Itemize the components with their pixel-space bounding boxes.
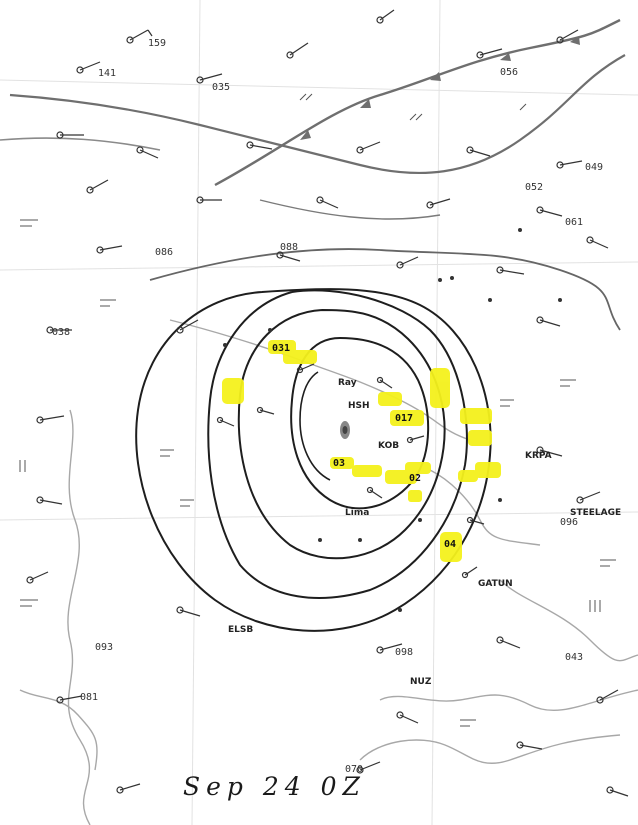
- station-label: 035: [212, 82, 230, 93]
- station-label: 088: [280, 242, 298, 253]
- station-label: 070: [345, 764, 363, 775]
- trough-line: [149, 248, 621, 331]
- isobar-inner: [290, 337, 430, 510]
- coastlines: [19, 319, 638, 825]
- hl-value-2: 017: [395, 413, 413, 424]
- place-label-lima: Lima: [345, 508, 369, 518]
- station-label: 093: [95, 642, 113, 653]
- hurricane-center: [340, 421, 350, 439]
- place-label-ray: Ray: [338, 378, 357, 388]
- place-labels: KRPA ELSB NUZ GATUN STEELAGE Lima Ray HS…: [228, 378, 621, 687]
- stationary-front: [9, 54, 626, 175]
- station-label: 061: [565, 217, 583, 228]
- highlighted-values: 031 017 03 02 04: [272, 343, 456, 550]
- station-labels: 159 141 088 093 098 081 096 070 086 038 …: [52, 38, 603, 775]
- station-label: 052: [525, 182, 543, 193]
- fronts: [0, 18, 626, 331]
- plot-ink-marks: [19, 93, 616, 727]
- isobar-inner-2: [299, 371, 331, 481]
- station-plots: [26, 9, 629, 797]
- place-label-krpa: KRPA: [525, 451, 552, 461]
- station-label: 049: [585, 162, 603, 173]
- station-label: 098: [395, 647, 413, 658]
- isobar-outer-2: [207, 289, 468, 599]
- place-label-hsh: HSH: [348, 401, 370, 411]
- place-label-elsb: ELSB: [228, 625, 253, 635]
- hl-value-4: 02: [409, 473, 421, 484]
- highlighted-stations: [222, 340, 501, 562]
- map-time-caption: Sep 24 0Z: [183, 772, 366, 801]
- hl-value-3: 03: [333, 458, 345, 469]
- boundary-line: [0, 137, 161, 151]
- hl-value-5: 04: [444, 539, 456, 550]
- plot-dots: [223, 228, 562, 612]
- station-label: 141: [98, 68, 116, 79]
- isobar-outer: [135, 288, 492, 632]
- station-label: 043: [565, 652, 583, 663]
- outflow-line: [259, 199, 441, 220]
- place-label-nuz: NUZ: [410, 677, 432, 687]
- station-label: 081: [80, 692, 98, 703]
- station-label: 086: [155, 247, 173, 258]
- place-label-kob: KOB: [378, 441, 399, 451]
- station-label: 159: [148, 38, 166, 49]
- station-label: 056: [500, 67, 518, 78]
- place-label-steelage: STEELAGE: [570, 508, 621, 518]
- station-label: 038: [52, 327, 70, 338]
- hl-value-1: 031: [272, 343, 290, 354]
- place-label-gatun: GATUN: [478, 579, 513, 589]
- station-label: 096: [560, 517, 578, 528]
